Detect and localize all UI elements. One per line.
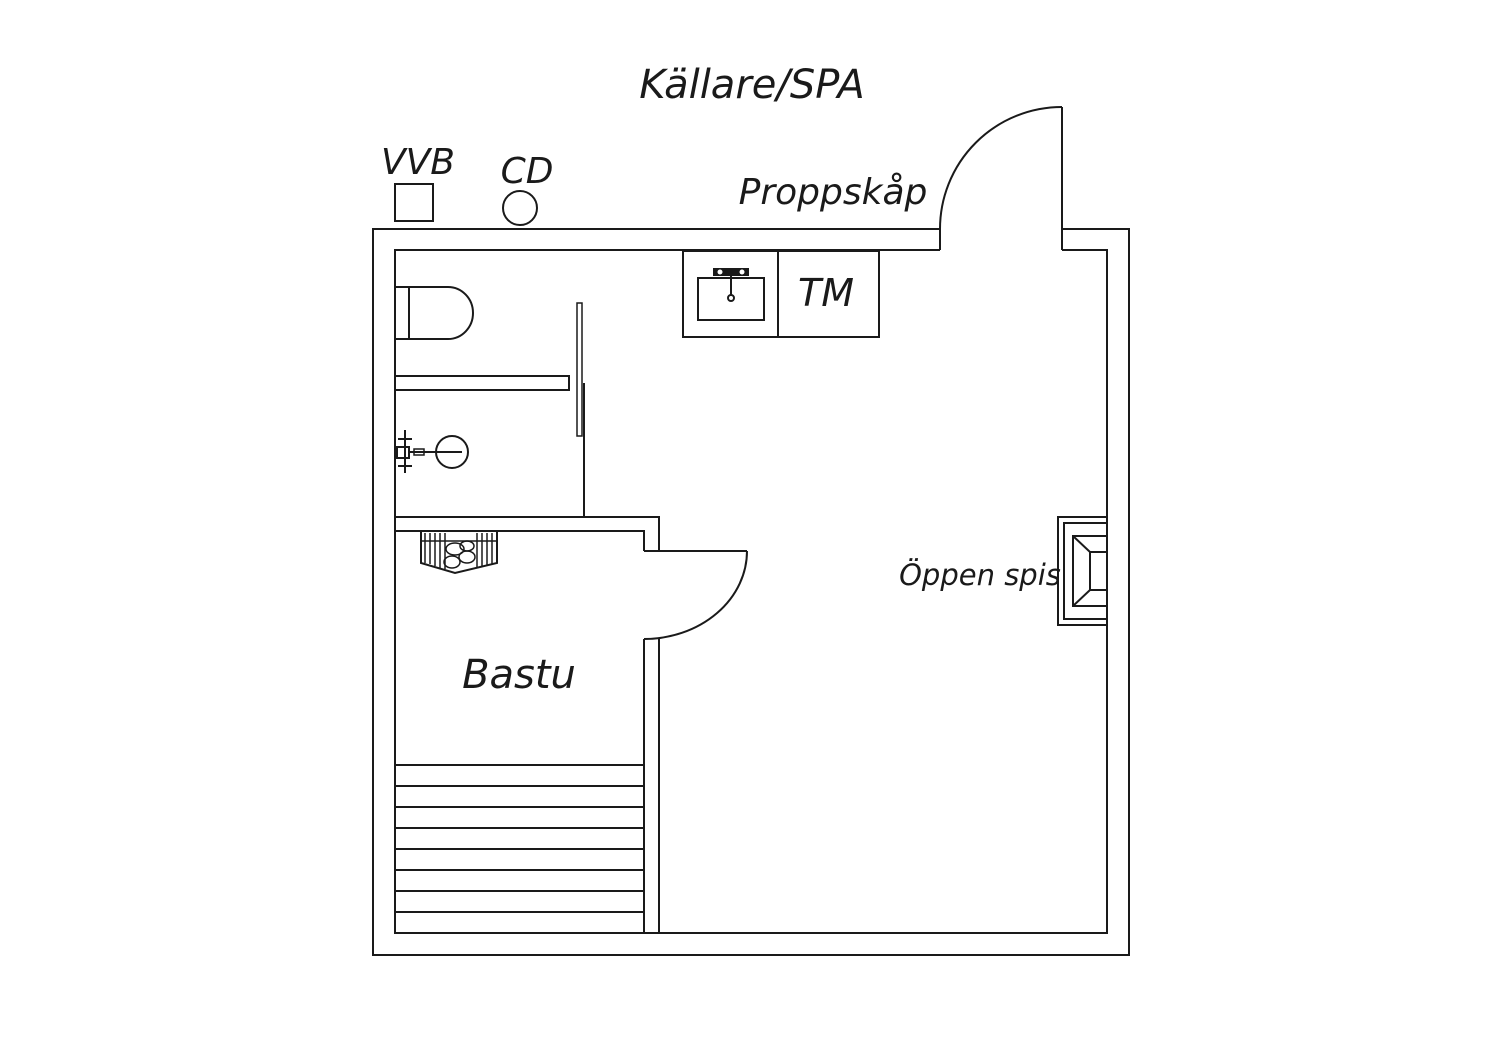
washbasin-icon xyxy=(682,250,880,338)
sauna-heater-icon xyxy=(420,531,498,575)
sauna-top-wall xyxy=(395,516,660,551)
tm-label: TM xyxy=(798,271,854,315)
oppen-spis-label: Öppen spis xyxy=(899,558,1061,592)
entrance-door-icon xyxy=(939,106,1063,230)
toilet-icon xyxy=(395,286,474,340)
shower-icon xyxy=(396,430,469,473)
wc-partition-wall xyxy=(394,375,570,391)
fireplace-icon xyxy=(1057,516,1108,626)
outer-walls xyxy=(372,228,1130,956)
vvb-label: VVB xyxy=(381,142,455,183)
staircase-icon xyxy=(395,764,645,933)
sauna-door-icon xyxy=(643,550,748,640)
plan-title: Källare/SPA xyxy=(639,62,864,108)
cd-label: CD xyxy=(501,151,554,192)
water-heater-icon xyxy=(394,183,434,222)
floor-drain-icon xyxy=(502,190,538,226)
sauna-right-wall xyxy=(643,639,660,933)
bastu-label: Bastu xyxy=(462,652,576,698)
proppskap-label: Proppskåp xyxy=(739,172,928,213)
shower-screen xyxy=(576,302,585,517)
